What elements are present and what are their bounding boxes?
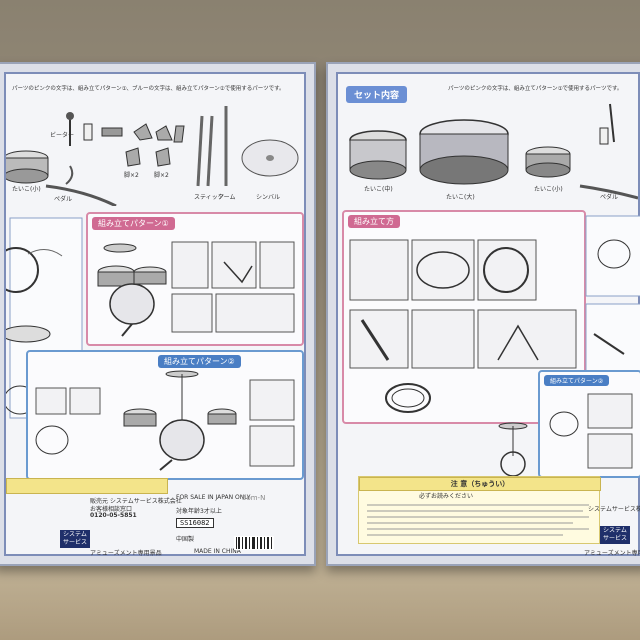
label-beater: ビーター	[50, 132, 75, 139]
amusement-only-right: アミューズメント専用	[584, 550, 640, 557]
caution-title: 注 意（ちゅうい）	[359, 477, 601, 491]
pattern2-header: 組み立てパターン②	[158, 355, 241, 368]
label-pedal-right: ペダル	[600, 194, 619, 201]
caution-text-lines	[367, 504, 589, 536]
for-sale-japan: FOR SALE IN JAPAN ONLY	[176, 494, 251, 501]
label-legs-b: 脚×2	[154, 172, 169, 179]
pattern1-header: 組み立てパターン①	[92, 217, 175, 230]
label-taiko-large: たいこ(大)	[446, 194, 475, 201]
left-caution-bar	[6, 478, 168, 494]
right-pattern2-section: 組み立てパターン②	[538, 370, 640, 478]
right-instruction-panel: セット内容 パーツのピンクの文字は、組み立てパターン①で使用するパーツです。 た…	[336, 72, 640, 557]
label-pedal: ペダル	[54, 196, 73, 203]
right-top-note: パーツのピンクの文字は、組み立てパターン①で使用するパーツです。	[448, 86, 623, 92]
amusement-only-left: アミューズメント専用景品	[90, 550, 162, 557]
label-cymbal: シンバル	[256, 194, 281, 201]
left-pattern1-section: 組み立てパターン①	[86, 212, 304, 346]
left-phone: 0120-05-5851	[90, 512, 137, 519]
label-stick: スティック	[194, 194, 224, 201]
set-contents-illustration	[349, 103, 638, 200]
left-instruction-panel: パーツのピンクの文字は、組み立てパターン①、ブルーの文字は、組み立てパターン②で…	[4, 72, 306, 557]
assembly-header: 組み立て方	[348, 215, 400, 228]
stand-detail-illustration	[498, 422, 528, 477]
system-service-logo-right: システムサービス	[600, 526, 631, 544]
caution-notice: 注 意（ちゅうい） 必ずお読みください	[358, 476, 601, 544]
pattern2-drumset-illustration	[35, 370, 295, 471]
assembly-steps-illustration	[349, 239, 577, 413]
left-support: お客様相談窓口	[90, 506, 133, 513]
right-pattern2-illustration	[549, 393, 633, 469]
right-column-steps	[585, 215, 640, 375]
right-pattern2-header: 組み立てパターン②	[544, 375, 610, 386]
left-box-back-panel: パーツのピンクの文字は、組み立てパターン①、ブルーの文字は、組み立てパターン②で…	[0, 62, 316, 566]
floor-shadow	[0, 560, 640, 640]
right-brand: システムサービス株式会社	[588, 506, 640, 513]
pattern1-drumset-illustration	[97, 241, 295, 337]
made-in-china-jp: 中国製	[176, 536, 195, 543]
label-taiko-small-right: たいこ(小)	[534, 186, 563, 193]
set-contents-title: セット内容	[346, 86, 408, 103]
label-taiko-medium: たいこ(中)	[364, 186, 393, 193]
barcode-left	[234, 536, 274, 550]
system-service-logo-left: システムサービス	[60, 530, 91, 548]
label-arm: アーム	[218, 194, 236, 201]
left-top-note: パーツのピンクの文字は、組み立てパターン①、ブルーの文字は、組み立てパターン②で…	[12, 86, 285, 92]
brand-mark: 5om-N	[242, 494, 266, 502]
label-taiko-small: たいこ(小)	[12, 186, 41, 193]
label-legs-a: 脚×2	[124, 172, 139, 179]
product-code: SS16082	[176, 518, 214, 528]
made-in-china: MADE IN CHINA	[194, 548, 241, 555]
left-parts-illustration	[6, 106, 299, 206]
age-rating: 対象年齢3才以上	[176, 508, 222, 515]
right-box-back-panel: セット内容 パーツのピンクの文字は、組み立てパターン①で使用するパーツです。 た…	[326, 62, 640, 566]
left-pattern2-section: 組み立てパターン②	[26, 350, 304, 480]
left-seller: 販売元 システムサービス株式会社	[90, 498, 182, 505]
caution-subtitle: 必ずお読みください	[419, 493, 474, 500]
